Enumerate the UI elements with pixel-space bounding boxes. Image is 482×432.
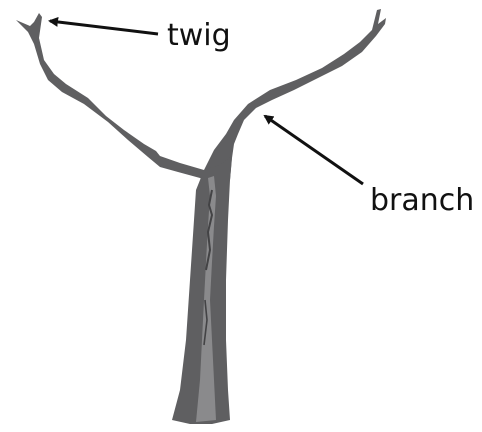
twig-label: twig — [167, 18, 231, 53]
left-branch — [16, 13, 215, 184]
trunk-highlight — [196, 176, 216, 422]
branch-label: branch — [370, 183, 474, 218]
right-branch — [204, 9, 386, 180]
trunk — [172, 156, 232, 424]
trunk-crack-lower — [203, 299, 208, 346]
tree-illustration — [16, 9, 386, 424]
trunk-crack — [205, 189, 214, 271]
twig-arrow — [48, 16, 159, 36]
branch-arrow — [263, 114, 364, 186]
